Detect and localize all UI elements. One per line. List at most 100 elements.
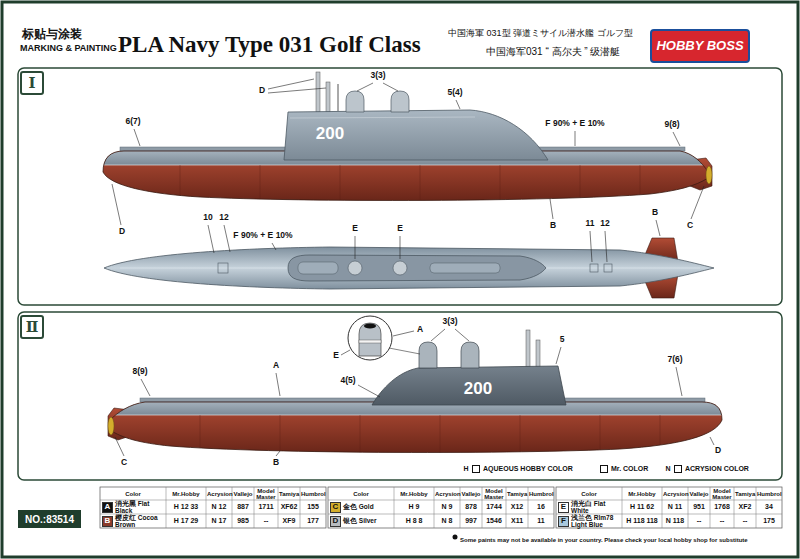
- table-cell: XF9: [283, 517, 296, 525]
- paint-prefix: H: [463, 465, 468, 473]
- section-badge: Ⅰ: [20, 71, 44, 95]
- callout-number: 8(9): [132, 367, 147, 376]
- table-cell: 951: [693, 503, 705, 511]
- table-header: Humbrol: [529, 491, 553, 497]
- table-cell: 1711: [258, 503, 273, 511]
- callout-letter: A: [273, 361, 279, 370]
- color-name: 樱皮红 Cocoa Brown: [115, 515, 165, 528]
- sample-box: [600, 465, 608, 473]
- table-header: Model Master: [255, 488, 277, 500]
- callout-number: 4(5): [340, 376, 355, 385]
- callout-letter: C: [121, 458, 127, 467]
- table-frame: [100, 487, 326, 528]
- color-name: 金色 Gold: [343, 504, 393, 511]
- sample-box: [674, 465, 682, 473]
- table-cell: H 8 8: [406, 517, 423, 525]
- table-cell: --: [264, 517, 269, 525]
- table-header: Mr.Hobby: [395, 491, 433, 497]
- table-cell: X12: [511, 503, 523, 511]
- kit-number: NO.:83514: [18, 510, 81, 528]
- table-cell: 155: [307, 503, 319, 511]
- table-rule: [394, 487, 395, 528]
- table-rule: [254, 487, 255, 528]
- callout-letter: D: [259, 86, 265, 95]
- table-header: Color: [329, 491, 393, 497]
- color-letter: B: [105, 517, 111, 526]
- table-cell: XF62: [281, 503, 298, 511]
- table-cell: --: [720, 517, 725, 525]
- table-header: Color: [557, 491, 621, 497]
- color-name: 消光黑 Flat Black: [115, 501, 165, 514]
- table-rule: [460, 487, 461, 528]
- table-rule: [662, 487, 663, 528]
- table-header: Vallejo: [689, 491, 709, 497]
- table-cell: H 17 29: [174, 517, 199, 525]
- table-rule: [482, 487, 483, 528]
- hull-number: 200: [464, 380, 492, 399]
- table-header: Acrysion: [663, 491, 687, 497]
- table-cell: 1546: [486, 517, 502, 525]
- table-rule: [434, 487, 435, 528]
- callout-number: 7(6): [667, 355, 682, 364]
- color-name: 浅兰色 Rlm78 Light Blue: [571, 515, 621, 528]
- section-heading: 标贴与涂装: [22, 28, 82, 41]
- table-cell: 985: [237, 517, 249, 525]
- color-letter: F: [561, 517, 566, 526]
- table-frame: [328, 487, 554, 528]
- sample-box: [472, 465, 480, 473]
- table-cell: H 11 62: [630, 503, 654, 511]
- table-cell: 11: [537, 517, 544, 525]
- submarine-side-view: [105, 316, 725, 455]
- table-header: Vallejo: [233, 491, 253, 497]
- table-rule: [166, 487, 167, 528]
- table-cell: 878: [465, 503, 477, 511]
- table-rule: [734, 487, 735, 528]
- paint-prefix: N: [665, 465, 670, 473]
- callout-number: 5(4): [447, 88, 462, 97]
- panel-frame: [18, 68, 782, 305]
- table-cell: --: [697, 517, 702, 525]
- section-heading: MARKING & PAINTING: [20, 44, 117, 54]
- leader-lines: [112, 79, 714, 456]
- submarine-top-view: [104, 238, 714, 298]
- table-cell: 177: [307, 517, 319, 525]
- table-cell: N 17: [212, 517, 227, 525]
- table-cell: X11: [511, 517, 523, 525]
- table-cell: H 12 33: [174, 503, 199, 511]
- table-cell: 34: [765, 503, 773, 511]
- table-header: Mr.Hobby: [167, 491, 205, 497]
- callout-number: 9(8): [664, 120, 679, 129]
- table-header: Tamiya: [279, 491, 299, 497]
- table-header: Vallejo: [461, 491, 481, 497]
- color-letter: C: [333, 503, 339, 512]
- callout-number: 11: [586, 219, 595, 228]
- callout-number: 12: [219, 213, 228, 222]
- callout-letter: A: [417, 325, 423, 334]
- table-cell: --: [743, 517, 748, 525]
- node-text: NO.:83514: [25, 514, 74, 525]
- callout-letter: B: [652, 208, 658, 217]
- table-rule: [688, 487, 689, 528]
- bullet: [453, 535, 458, 540]
- table-header: Acrysion: [435, 491, 459, 497]
- table-cell: N 118: [666, 517, 684, 525]
- table-rule: [710, 487, 711, 528]
- table-rule: [528, 487, 529, 528]
- callout-number: 10: [203, 213, 212, 222]
- table-rule: [328, 514, 554, 515]
- callout-letter: B: [273, 458, 279, 467]
- table-cell: 175: [763, 517, 775, 525]
- callout-number: 12: [600, 219, 609, 228]
- footnote: Some paints may not be available in your…: [460, 537, 782, 544]
- submarine-side-view: [100, 72, 715, 200]
- color-letter: A: [105, 503, 111, 512]
- paint-mix: F 90% + E 10%: [233, 231, 292, 240]
- page-title: PLA Navy Type 031 Golf Class: [118, 32, 421, 57]
- table-cell: H 118 118: [626, 517, 658, 525]
- color-name: 银色 Silver: [343, 518, 393, 525]
- table-rule: [206, 487, 207, 528]
- callout-letter: E: [352, 224, 358, 233]
